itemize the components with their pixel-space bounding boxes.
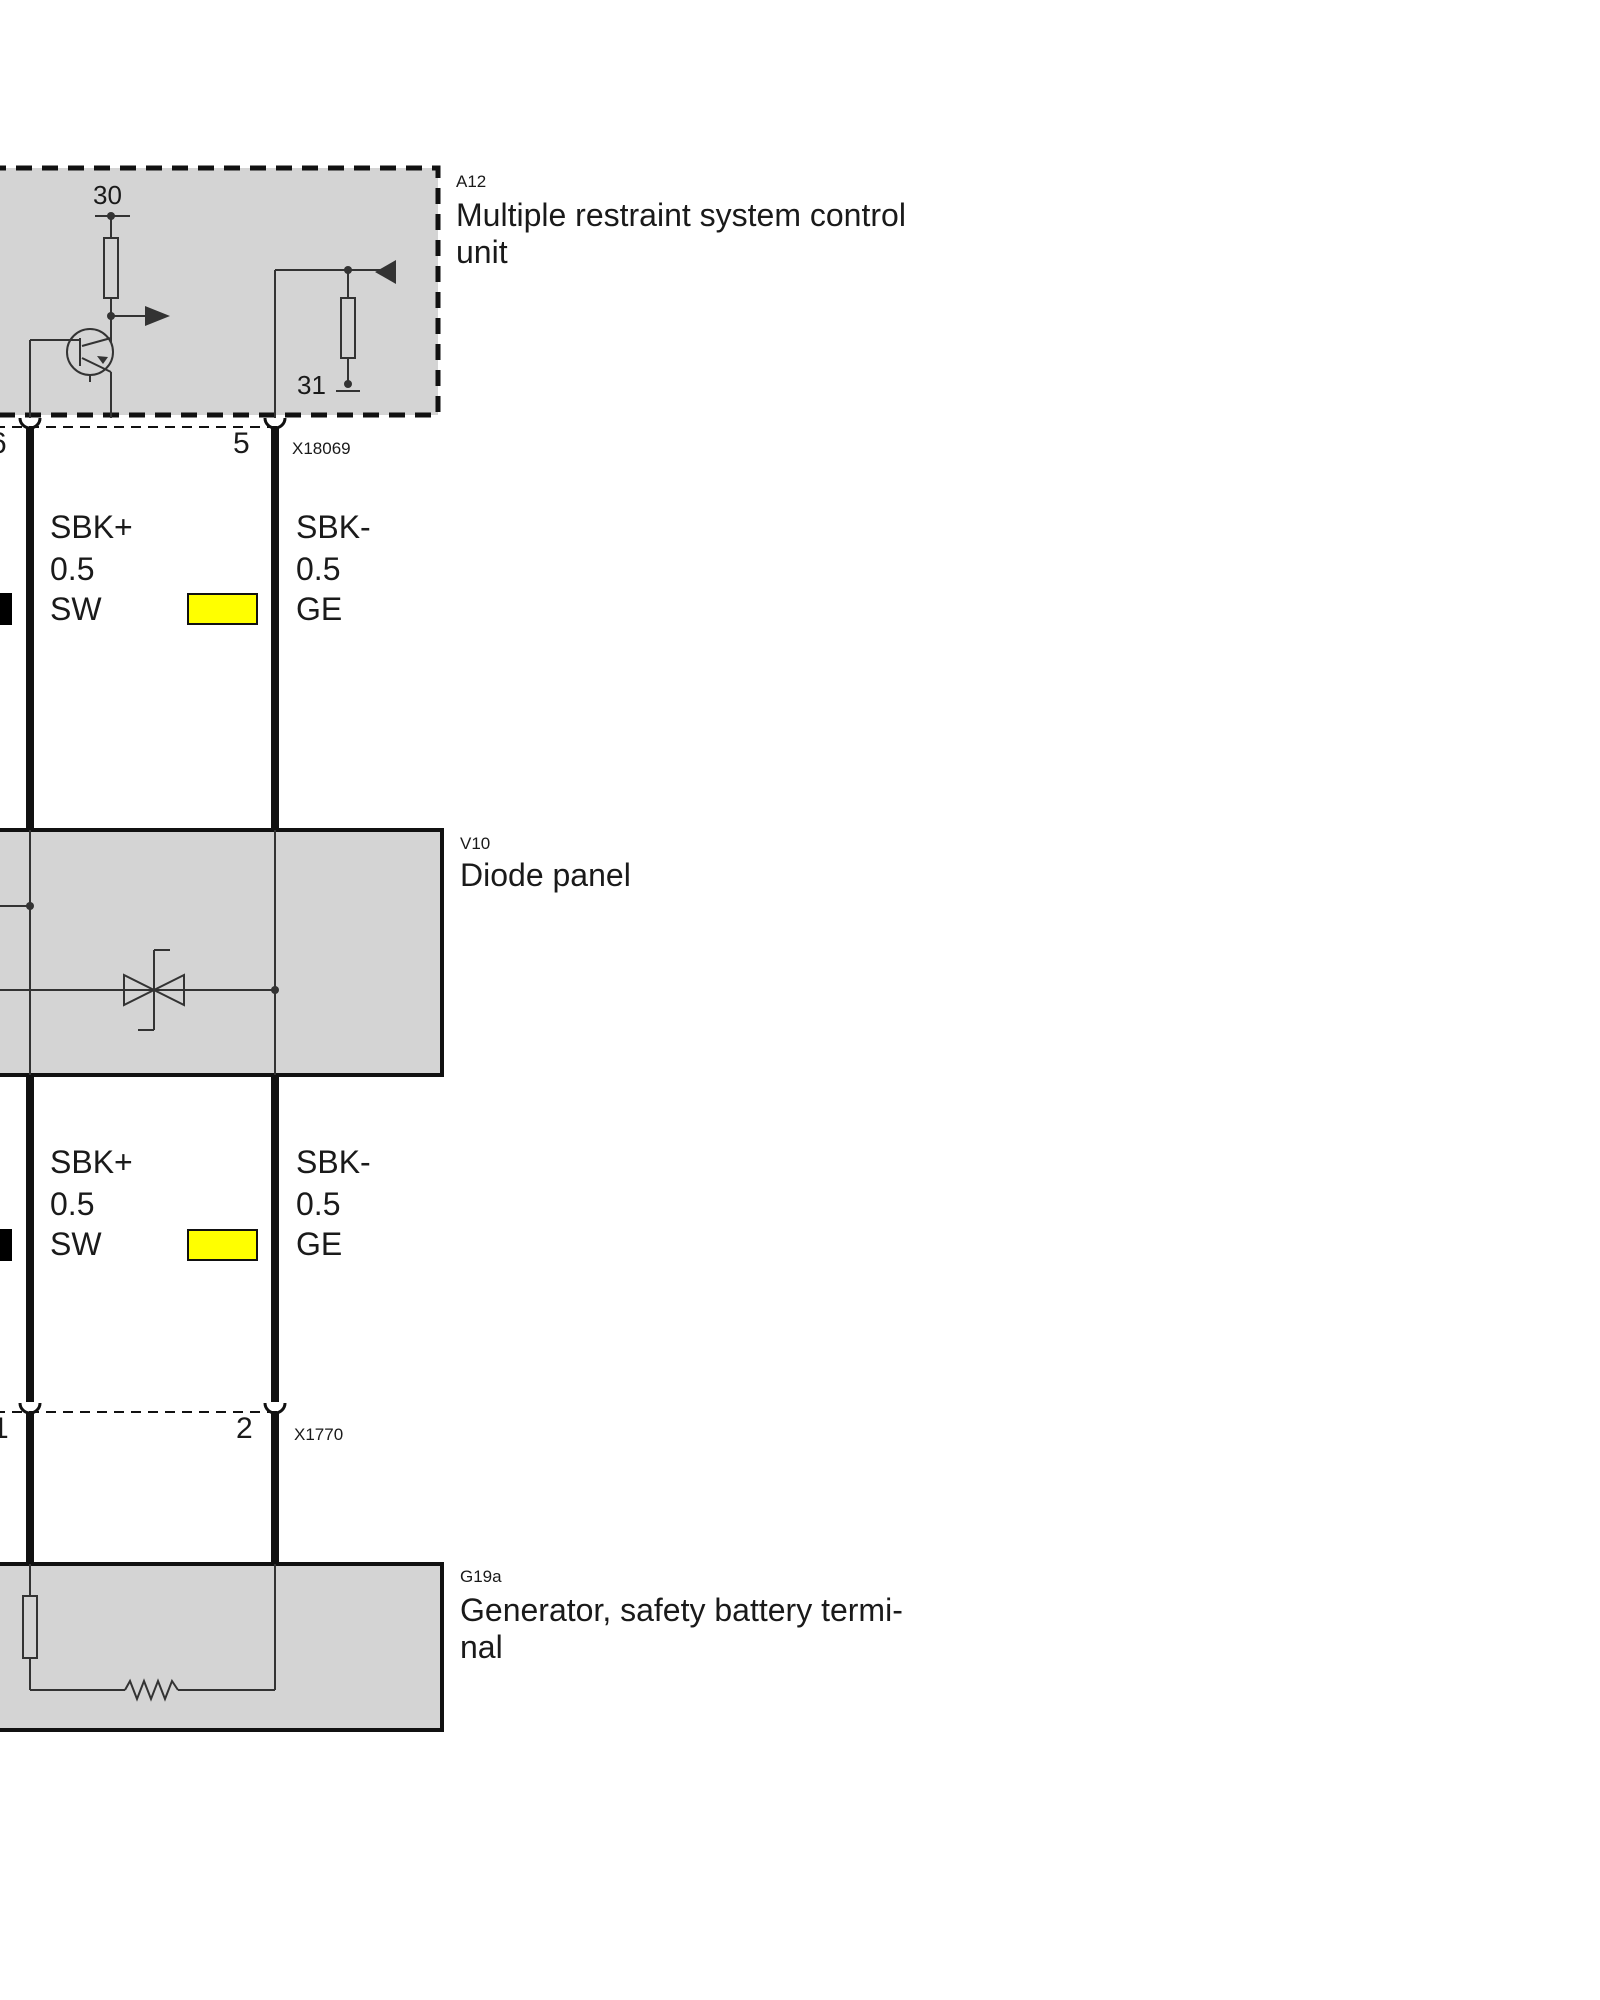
v10-code: V10 [460,834,490,853]
pin-2-label: 2 [236,1412,253,1445]
wire-label-upper-right: SBK- 0.5 GE [296,509,371,627]
diode-circuit [0,830,276,1075]
output-arrow-icon [145,306,170,326]
transistor-circuit [29,215,150,418]
a12-code: A12 [456,172,486,191]
input-arrow-icon [375,260,396,284]
generator-circuit [22,1564,276,1702]
pin-socket-icon [18,1402,42,1415]
svg-text:SBK+: SBK+ [50,509,133,545]
svg-text:0.5: 0.5 [50,551,94,587]
node-dot [271,986,279,994]
g19a-name-line1: Generator, safety battery termi- [460,1592,903,1628]
x1770-code: X1770 [294,1425,343,1444]
g19a-name-line2: nal [460,1629,503,1665]
connector-x1770[interactable]: 1 2 X1770 [0,1402,343,1445]
svg-text:0.5: 0.5 [296,1186,340,1222]
node-dot [107,212,115,220]
svg-text:GE: GE [296,1226,342,1262]
svg-text:SBK-: SBK- [296,1144,371,1180]
color-swatch-yellow [187,1229,258,1261]
wire-label-lower-right: SBK- 0.5 GE [296,1144,371,1262]
a12-name-line1: Multiple restraint system control [456,197,906,233]
connector-x18069[interactable]: 6 5 X18069 [0,417,351,460]
node-dot [344,380,352,388]
v10-box [0,828,444,1077]
pin-1-label: 1 [0,1412,9,1445]
component-a12[interactable]: A12 Multiple restraint system control un… [0,165,906,418]
node-dot [344,266,352,274]
x18069-code: X18069 [292,439,351,458]
node-dot [107,312,115,320]
emitter-arrow-icon [97,356,108,364]
svg-text:SBK-: SBK- [296,509,371,545]
svg-text:SW: SW [50,1226,102,1262]
color-swatch-yellow [187,593,258,625]
svg-text:0.5: 0.5 [296,551,340,587]
component-g19a[interactable]: G19a Generator, safety battery termi- na… [0,1562,903,1732]
terminal-30-label: 30 [93,180,122,210]
wire-label-upper-left: SBK+ 0.5 SW [50,509,133,627]
component-v10[interactable]: V10 Diode panel [0,828,631,1077]
node-dot [26,902,34,910]
a12-box [0,165,441,418]
pin-socket-icon [263,417,287,430]
pulldown-circuit [274,269,380,418]
a12-name-line2: unit [456,234,508,270]
svg-text:0.5: 0.5 [50,1186,94,1222]
svg-text:GE: GE [296,591,342,627]
g19a-box [0,1562,444,1732]
wire-label-lower-left: SBK+ 0.5 SW [50,1144,133,1262]
terminal-31-label: 31 [297,370,326,400]
v10-name: Diode panel [460,857,631,893]
pin-socket-icon [18,417,42,430]
pin-6-label: 6 [0,427,7,460]
g19a-code: G19a [460,1567,502,1586]
svg-text:SBK+: SBK+ [50,1144,133,1180]
svg-text:SW: SW [50,591,102,627]
color-swatch-black [0,593,12,625]
pin-5-label: 5 [233,427,250,460]
pin-socket-icon [263,1402,287,1415]
color-swatch-black [0,1229,12,1261]
